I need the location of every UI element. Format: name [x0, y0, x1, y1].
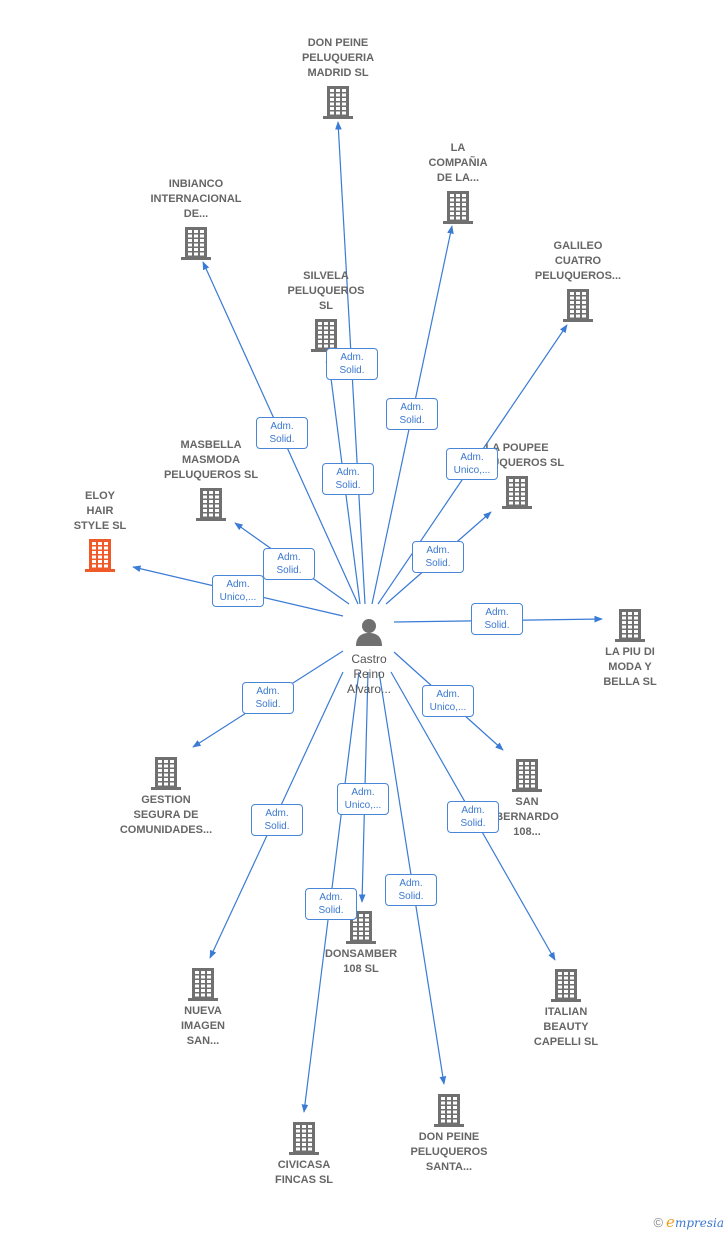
company-label: DON PEINE PELUQUEROS SANTA...: [410, 1131, 488, 1173]
role-badge-civicasa[interactable]: Adm. Solid.: [305, 888, 357, 920]
building-icon: [512, 759, 542, 792]
company-node-galileo[interactable]: GALILEO CUATRO PELUQUEROS...: [518, 239, 638, 323]
building-icon: [289, 1122, 319, 1155]
company-label: LA PIU DI MODA Y BELLA SL: [603, 646, 657, 688]
building-icon: [443, 191, 473, 224]
company-label: GALILEO CUATRO PELUQUEROS...: [534, 240, 622, 282]
company-node-eloy[interactable]: ELOY HAIR STYLE SL: [40, 489, 160, 573]
company-node-civicasa[interactable]: CIVICASA FINCAS SL: [244, 1120, 364, 1188]
role-badge-san-bernardo[interactable]: Adm. Unico,...: [422, 685, 474, 717]
role-badge-la-compania[interactable]: Adm. Solid.: [386, 398, 438, 430]
role-badge-la-piu[interactable]: Adm. Solid.: [471, 603, 523, 635]
role-badge-gestion[interactable]: Adm. Solid.: [242, 682, 294, 714]
company-label: CIVICASA FINCAS SL: [274, 1159, 334, 1186]
role-badge-la-poupee[interactable]: Adm. Solid.: [412, 541, 464, 573]
company-node-don-peine-santa[interactable]: DON PEINE PELUQUEROS SANTA...: [389, 1092, 509, 1175]
company-label: SILVELA PELUQUEROS SL: [287, 270, 365, 312]
role-badge-donsamber[interactable]: Adm. Unico,...: [337, 783, 389, 815]
brand-initial: e: [666, 1213, 675, 1231]
building-icon: [551, 969, 581, 1002]
role-badge-inbianco[interactable]: Adm. Solid.: [256, 417, 308, 449]
company-node-san-bernardo[interactable]: SAN BERNARDO 108...: [467, 757, 587, 840]
building-icon: [502, 476, 532, 509]
role-badge-silvela[interactable]: Adm. Solid.: [322, 463, 374, 495]
role-badge-galileo[interactable]: Adm. Unico,...: [446, 448, 498, 480]
building-icon: [196, 488, 226, 521]
company-label: GESTION SEGURA DE COMUNIDADES...: [119, 794, 213, 836]
role-badge-italian-beauty[interactable]: Adm. Solid.: [447, 801, 499, 833]
company-label: ELOY HAIR STYLE SL: [73, 490, 127, 532]
building-icon: [151, 757, 181, 790]
building-icon: [434, 1094, 464, 1127]
role-badge-masbella[interactable]: Adm. Solid.: [263, 548, 315, 580]
company-label: ITALIAN BEAUTY CAPELLI SL: [533, 1006, 599, 1048]
company-node-la-piu[interactable]: LA PIU DI MODA Y BELLA SL: [570, 607, 690, 690]
person-icon: [356, 619, 382, 646]
building-icon: [563, 289, 593, 322]
footer-credit: ©empresia: [653, 1213, 724, 1231]
center-person-name: Castro Reino Alvaro...: [346, 652, 391, 696]
brand-rest: mpresia: [674, 1216, 724, 1230]
company-label: NUEVA IMAGEN SAN...: [181, 1005, 225, 1047]
role-badge-nueva-imagen[interactable]: Adm. Solid.: [251, 804, 303, 836]
empresia-logo[interactable]: empresia: [666, 1213, 724, 1231]
company-label: DON PEINE PELUQUERIA MADRID SL: [301, 37, 375, 79]
company-node-nueva-imagen[interactable]: NUEVA IMAGEN SAN...: [143, 966, 263, 1049]
building-icon: [615, 609, 645, 642]
company-label: MASBELLA MASMODA PELUQUEROS SL: [163, 439, 259, 481]
building-icon: [188, 968, 218, 1001]
role-badge-don-peine-madrid[interactable]: Adm. Solid.: [326, 348, 378, 380]
company-node-italian-beauty[interactable]: ITALIAN BEAUTY CAPELLI SL: [506, 967, 626, 1050]
role-badge-eloy[interactable]: Adm. Unico,...: [212, 575, 264, 607]
building-icon: [85, 539, 115, 572]
company-node-la-compania[interactable]: LA COMPAÑIA DE LA...: [398, 141, 518, 225]
building-icon: [181, 227, 211, 260]
company-node-masbella[interactable]: MASBELLA MASMODA PELUQUEROS SL: [151, 438, 271, 522]
center-person[interactable]: Castro Reino Alvaro...: [334, 616, 404, 697]
copyright-symbol: ©: [653, 1215, 664, 1230]
company-node-silvela[interactable]: SILVELA PELUQUEROS SL: [266, 269, 386, 353]
company-label: DONSAMBER 108 SL: [324, 948, 398, 975]
company-node-don-peine-madrid[interactable]: DON PEINE PELUQUERIA MADRID SL: [278, 36, 398, 120]
role-badge-don-peine-santa[interactable]: Adm. Solid.: [385, 874, 437, 906]
company-label: SAN BERNARDO 108...: [495, 796, 559, 838]
building-icon: [323, 86, 353, 119]
company-label: LA COMPAÑIA DE LA...: [428, 142, 488, 184]
company-node-inbianco[interactable]: INBIANCO INTERNACIONAL DE...: [136, 177, 256, 261]
company-node-gestion[interactable]: GESTION SEGURA DE COMUNIDADES...: [106, 755, 226, 838]
company-label: INBIANCO INTERNACIONAL DE...: [150, 178, 242, 220]
